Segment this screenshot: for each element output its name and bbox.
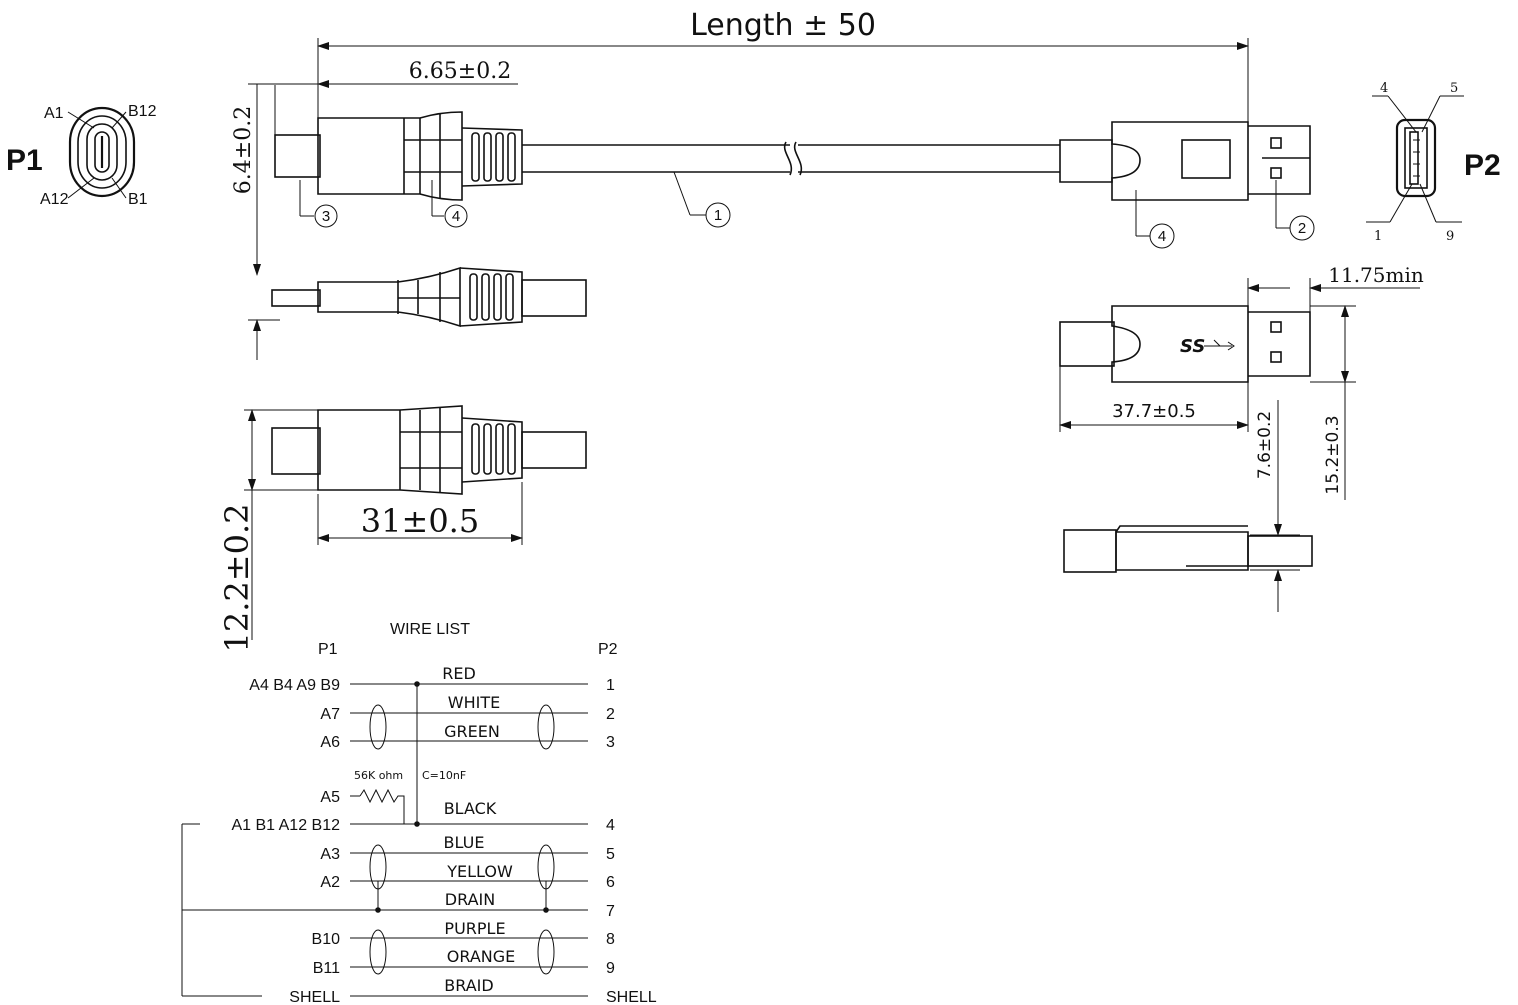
callout-1-label: 1 (714, 207, 722, 224)
wire-row: A4 B4 A9 B9 RED 1 (249, 664, 615, 694)
wire-p2-pin: 1 (606, 677, 615, 694)
wire-row: A1 B1 A12 B12 BLACK 4 (231, 799, 615, 834)
length-dimension: Length ± 50 (317, 8, 1249, 125)
p1-offset-dimension: 6.65±0.2 (274, 59, 518, 135)
p1-pin-b12: B12 (128, 103, 157, 120)
p1-title: P1 (6, 144, 43, 177)
p2-title: P2 (1464, 149, 1501, 182)
wire-p1-pin: B10 (312, 931, 341, 948)
callout-2-label: 2 (1298, 220, 1306, 237)
p1-pin-b1: B1 (128, 191, 148, 208)
wire-p2-pin: SHELL (606, 989, 657, 1005)
p1-pin-a1: A1 (44, 105, 64, 122)
wire-color: BRAID (444, 976, 493, 995)
wire-row: DRAIN 7 (445, 890, 615, 920)
wire-p2-pin: 5 (606, 846, 615, 863)
wire-color: DRAIN (445, 890, 495, 909)
wire-p2-pin: 2 (606, 706, 615, 723)
wire-row: B10 PURPLE 8 (312, 919, 615, 948)
wire-p1-pin: SHELL (289, 989, 340, 1005)
callout-4-p2-label: 4 (1158, 228, 1166, 245)
callout-1: 1 (673, 171, 731, 228)
p1-offset-label: 6.65±0.2 (409, 59, 511, 84)
p2-pin-1: 1 (1374, 229, 1382, 244)
wire-row: A6 GREEN 3 (320, 722, 615, 751)
wire-p2-pin: 9 (606, 960, 615, 977)
p1-side-view (274, 111, 1060, 201)
length-label: Length ± 50 (690, 8, 876, 43)
wire-p2-pin: 3 (606, 734, 615, 751)
p1-top-view: 12.2±0.2 31±0.5 (218, 405, 587, 653)
wire-p1-pin: A5 (320, 789, 340, 806)
resistor-label: 56K ohm (354, 769, 403, 782)
p1-height-dimension: 6.4±0.2 (231, 83, 280, 360)
wire-color: BLUE (444, 833, 485, 852)
p2-top-view: SS 11.75min 37.7±0.5 15.2±0.3 7.6±0.2 (1059, 263, 1424, 612)
wire-row: A5 (320, 789, 340, 806)
wire-color: GREEN (444, 722, 500, 741)
capacitor-label: C=10nF (422, 769, 466, 782)
callout-3: 3 (299, 180, 338, 228)
wire-p1-pin: A6 (320, 734, 340, 751)
p2-width-label: 15.2±0.3 (1323, 415, 1343, 494)
callout-2: 2 (1275, 180, 1315, 241)
p1-overmold-label: 31±0.5 (361, 502, 479, 540)
p2-pin-5: 5 (1450, 81, 1458, 96)
wire-p2-pin: 6 (606, 874, 615, 891)
wire-row: A3 BLUE 5 (320, 833, 615, 863)
p2-thickness-label: 7.6±0.2 (1255, 411, 1275, 479)
wire-row: A2 YELLOW 6 (320, 862, 615, 891)
p2-profile-view (1063, 525, 1313, 573)
wire-list-p1-header: P1 (318, 641, 338, 658)
p2-side-view (1059, 121, 1311, 201)
p2-min-label: 11.75min (1328, 263, 1424, 287)
wire-color: YELLOW (446, 862, 513, 881)
wire-p1-pin: A4 B4 A9 B9 (249, 677, 340, 694)
wire-list-title: WIRE LIST (390, 621, 470, 638)
p1-profile-view (271, 266, 587, 328)
wire-list: WIRE LIST P1 P2 56K ohm C=10nF (181, 621, 657, 1005)
wire-color: PURPLE (444, 919, 505, 938)
wire-p1-pin: B11 (313, 960, 340, 977)
callout-4-p2: 4 (1135, 190, 1175, 249)
wire-color: ORANGE (447, 947, 515, 966)
p1-width-label: 12.2±0.2 (218, 504, 256, 653)
callout-4-p1: 4 (431, 180, 468, 228)
usb-ss-logo: SS (1180, 336, 1205, 357)
p1-height-label: 6.4±0.2 (231, 106, 256, 194)
wire-list-p2-header: P2 (598, 641, 618, 658)
wire-row: SHELL BRAID SHELL (289, 976, 657, 1005)
wire-p2-pin: 4 (606, 817, 615, 834)
wire-p2-pin: 8 (606, 931, 615, 948)
p1-front-view: A1 B12 A12 B1 P1 (6, 103, 157, 208)
callout-3-label: 3 (322, 208, 330, 225)
wire-p2-pin: 7 (606, 903, 615, 920)
wire-color: WHITE (448, 693, 500, 712)
wire-p1-pin: A1 B1 A12 B12 (231, 817, 340, 834)
wire-p1-pin: A7 (320, 706, 340, 723)
p2-front-view: 4 5 1 9 P2 (1366, 81, 1501, 244)
p1-pin-a12: A12 (40, 191, 69, 208)
wire-color: RED (442, 664, 476, 683)
callout-4-p1-label: 4 (452, 208, 460, 225)
wire-p1-pin: A3 (320, 846, 340, 863)
wire-row: A7 WHITE 2 (320, 693, 615, 723)
wire-row: B11 ORANGE 9 (313, 947, 615, 977)
p2-length-label: 37.7±0.5 (1112, 401, 1196, 422)
p2-pin-4: 4 (1380, 81, 1388, 96)
wire-color: BLACK (444, 799, 497, 818)
wire-p1-pin: A2 (320, 874, 340, 891)
p2-pin-9: 9 (1446, 229, 1454, 244)
